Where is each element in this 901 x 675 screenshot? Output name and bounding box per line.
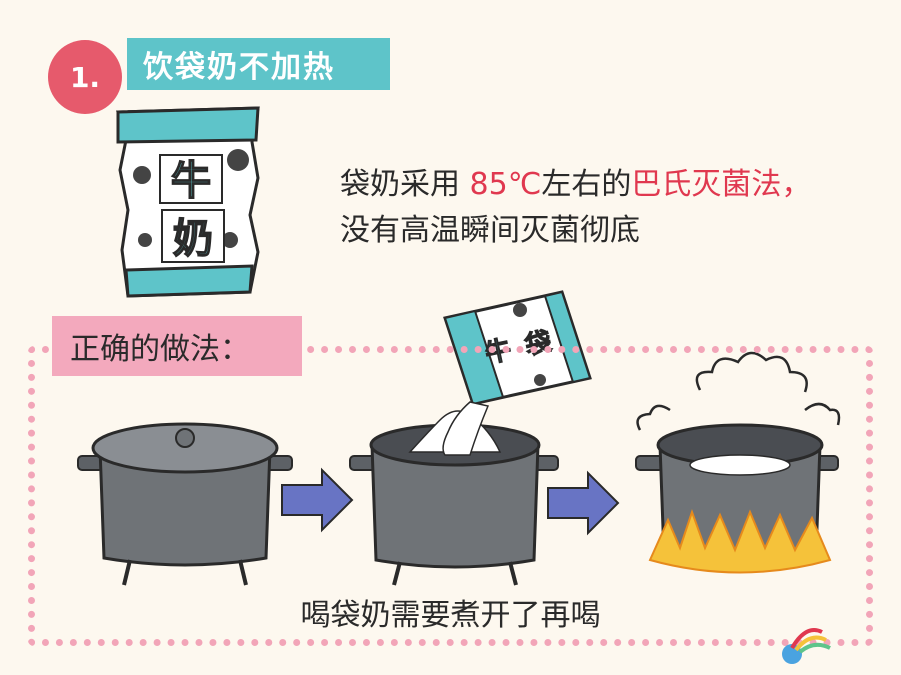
pot-open-icon (349, 410, 559, 586)
bag-label-line2: 奶 (173, 216, 213, 262)
bottom-caption: 喝袋奶需要煮开了再喝 (300, 598, 601, 633)
method-label: 正确的做法： (52, 316, 302, 376)
step-title: 饮袋奶不加热 (127, 38, 390, 90)
method-dotted-frame (28, 346, 873, 646)
description-line-1: 袋奶采用 85℃左右的巴氏灭菌法， (340, 162, 880, 208)
desc-part1: 袋奶采用 (340, 167, 470, 202)
step-number-badge: 1. (48, 40, 122, 114)
milk-bag-icon: 牛 奶 (116, 106, 260, 298)
description-line-2: 没有高温瞬间灭菌彻底 (340, 213, 640, 248)
description-text: 袋奶采用 85℃左右的巴氏灭菌法， 没有高温瞬间灭菌彻底 (340, 162, 880, 254)
pot-with-lid-icon (77, 422, 293, 586)
desc-method: 巴氏灭菌法， (631, 167, 812, 202)
bag-label-line1: 牛 (171, 158, 211, 204)
arrow-right-icon-2 (547, 470, 620, 536)
watermark-logo-icon (782, 628, 831, 664)
desc-temperature: 85℃ (469, 167, 542, 202)
desc-part2: 左右的 (541, 167, 632, 202)
arrow-right-icon (281, 467, 354, 533)
fire-icon (648, 508, 832, 574)
